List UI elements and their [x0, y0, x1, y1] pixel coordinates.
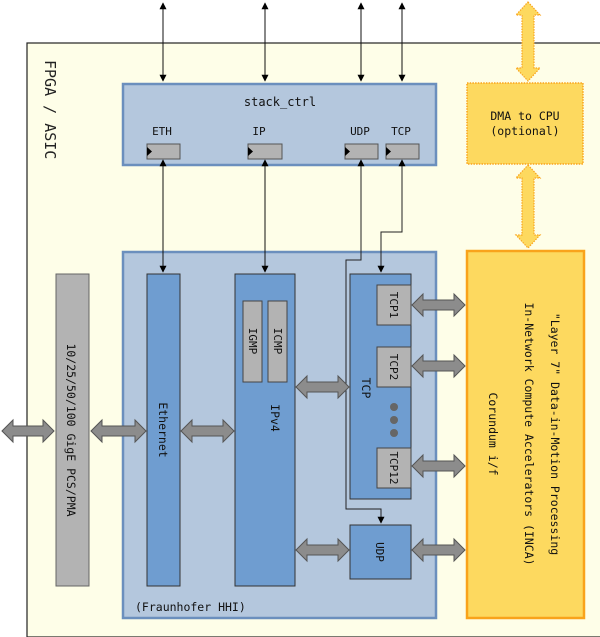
layer7-label-line2: In-Network Compute Accelerators (INCA): [522, 302, 536, 565]
layer7-label-line1: "Layer 7" Data-in-Motion Processing: [548, 313, 562, 555]
stack-ctrl-port-tcp: TCP: [385, 125, 420, 160]
tcp-label: TCP: [359, 378, 373, 399]
ethernet-label: Ethernet: [156, 402, 170, 457]
icmp-block: [267, 300, 288, 383]
ellipsis-dot: [390, 403, 398, 411]
ethernet-ipv4-arrow: [180, 418, 235, 444]
stack-ctrl-port-eth: ETH: [146, 125, 181, 160]
ipv4-tcp-arrow: [295, 374, 350, 400]
pcs-pma-block: [55, 273, 90, 587]
dma-layer7-link-arrow: [514, 164, 542, 249]
tcp1-layer7-arrow: [411, 292, 466, 318]
ipv4-udp-arrow: [295, 537, 350, 563]
port-label-eth: ETH: [152, 125, 172, 138]
igmp-label: IGMP: [246, 328, 259, 355]
tcp12-layer7-arrow: [411, 453, 466, 479]
stack-ctrl-port-ip: IP: [247, 125, 283, 160]
tcp2-label: TCP2: [387, 354, 400, 381]
dma-label-line2: (optional): [490, 124, 559, 138]
dataflow-arrows: [1, 292, 466, 563]
dma-block: [466, 82, 584, 165]
ellipsis-dot: [390, 429, 398, 437]
port-label-ip: IP: [252, 125, 266, 138]
tcp1-label: TCP1: [387, 292, 400, 319]
ipv4-label: IPv4: [268, 404, 282, 432]
stack-ctrl-port-udp: UDP: [344, 125, 379, 160]
tcp2-layer7-arrow: [411, 353, 466, 379]
port-label-udp: UDP: [350, 125, 370, 138]
layer7-label-line3: Corundum i/f: [486, 392, 500, 475]
dma-label-line1: DMA to CPU: [490, 109, 559, 123]
pcs-ethernet-arrow: [90, 418, 147, 444]
stack-ctrl-title: stack_ctrl: [244, 95, 316, 109]
dma-cpu-link-arrow: [514, 1, 542, 82]
pcs-pma-label: 10/25/50/100 GigE PCS/PMA: [64, 343, 78, 516]
icmp-label: ICMP: [271, 328, 284, 355]
udp-block: [349, 524, 412, 580]
ellipsis-dot: [390, 416, 398, 424]
layer7-block: [465, 249, 586, 620]
tcp12-label: TCP12: [387, 451, 400, 484]
chip-label: FPGA / ASIC: [41, 60, 59, 159]
hhi-credit: (Fraunhofer HHI): [135, 600, 246, 614]
ethernet-block: [146, 273, 181, 587]
tcp-ctrl-wire: [377, 159, 406, 273]
igmp-block: [242, 300, 263, 383]
udp-label: UDP: [373, 542, 386, 562]
udp-layer7-arrow: [411, 537, 466, 563]
external-pcs-arrow: [1, 418, 55, 444]
port-label-tcp: TCP: [391, 125, 411, 138]
